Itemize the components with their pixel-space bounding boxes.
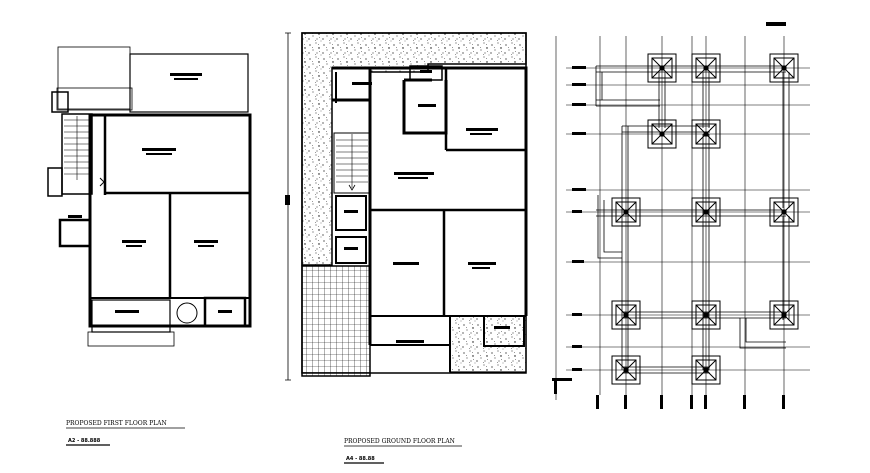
column-layout-plan [552,22,810,409]
first-floor-room-labels [68,73,232,313]
ground-floor-plan [285,32,528,381]
column-footings [611,53,799,385]
first-floor-scale: A2 - 88.888 [68,438,101,444]
ground-floor-title: PROPOSED GROUND FLOOR PLAN [344,438,455,445]
ground-floor-title-block: PROPOSED GROUND FLOOR PLAN A4 - 88.88 [344,438,462,464]
first-floor-plan [47,46,252,347]
first-floor-title-block: PROPOSED FIRST FLOOR PLAN A2 - 88.888 [66,420,185,446]
ground-floor-scale: A4 - 88.88 [346,456,375,462]
first-floor-title: PROPOSED FIRST FLOOR PLAN [66,420,167,427]
